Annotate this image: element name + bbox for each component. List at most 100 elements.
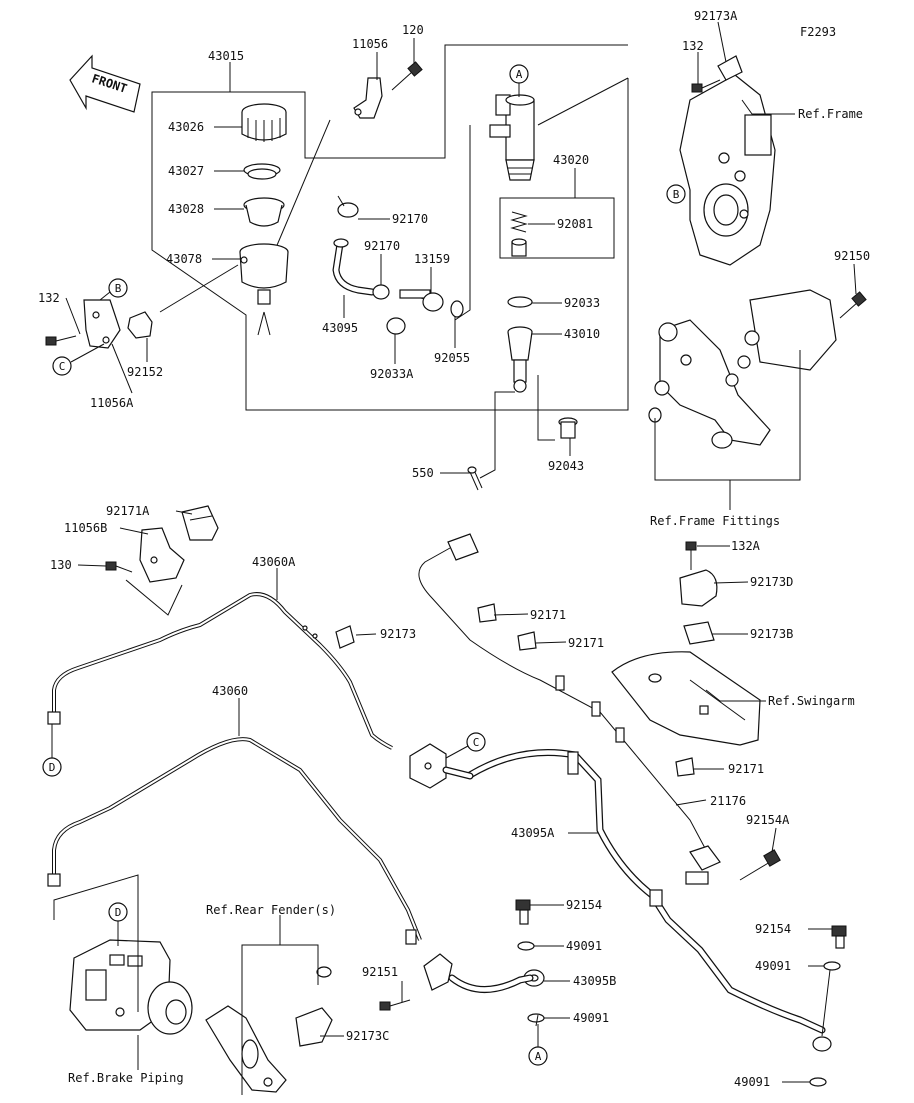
- rear-fender-piece: [205, 1005, 287, 1093]
- callout-C-mid: C: [445, 732, 486, 759]
- part-labels: 43015 43026 43027 43028 43078 132 92152 …: [38, 9, 870, 1089]
- label-92173B: 92173B: [750, 627, 793, 641]
- joint-block: [409, 743, 474, 789]
- label-92154-a: 92154: [566, 898, 602, 912]
- callout-A-bottom: A: [528, 1024, 548, 1066]
- label-43095: 43095: [322, 321, 358, 335]
- label-43026: 43026: [168, 120, 204, 134]
- cotter-pin-550: [467, 466, 483, 491]
- bolt-132-top: [691, 79, 721, 93]
- label-43078: 43078: [166, 252, 202, 266]
- bolt-120: [391, 61, 423, 91]
- label-550: 550: [412, 466, 434, 480]
- spring-92081: [510, 211, 528, 257]
- bolt-92150: [839, 291, 867, 319]
- clip-92171-a: [477, 603, 497, 623]
- label-43060A: 43060A: [252, 555, 296, 569]
- svg-text:C: C: [59, 360, 66, 373]
- cable-21176: [418, 533, 721, 885]
- label-92150: 92150: [834, 249, 870, 263]
- leader-lines: [65, 21, 857, 1083]
- svg-text:B: B: [673, 188, 680, 201]
- clamp-92173B: [683, 621, 715, 645]
- svg-text:A: A: [516, 68, 523, 81]
- label-ref-frame: Ref.Frame: [798, 107, 863, 121]
- label-92151: 92151: [362, 965, 398, 979]
- clip-92173: [335, 625, 355, 649]
- clamp-92173C: [295, 966, 333, 1047]
- banjo-bolt-92154-a: [515, 899, 531, 925]
- svg-text:D: D: [49, 761, 56, 774]
- clip-92171-b: [517, 631, 537, 651]
- hose-43095: [332, 238, 376, 296]
- label-92170-b: 92170: [364, 239, 400, 253]
- abs-unit: [69, 939, 193, 1035]
- label-92171-a: 92171: [530, 608, 566, 622]
- label-49091-a: 49091: [566, 939, 602, 953]
- brake-hose-43095A: [466, 749, 832, 1052]
- label-43095B: 43095B: [573, 974, 616, 988]
- svg-text:C: C: [473, 736, 480, 749]
- washer-49091-d: [809, 1077, 827, 1087]
- pipe-43060: [47, 737, 422, 945]
- svg-text:B: B: [115, 282, 122, 295]
- label-120: 120: [402, 23, 424, 37]
- label-43060: 43060: [212, 684, 248, 698]
- label-92033: 92033: [564, 296, 600, 310]
- svg-text:D: D: [115, 906, 122, 919]
- label-92154A: 92154A: [746, 813, 790, 827]
- label-92173: 92173: [380, 627, 416, 641]
- bracket-11056A: [83, 299, 121, 349]
- callout-B-left: B: [99, 278, 128, 301]
- label-43027: 43027: [168, 164, 204, 178]
- label-11056: 11056: [352, 37, 388, 51]
- label-ref-swingarm: Ref.Swingarm: [768, 694, 855, 708]
- front-arrow-icon: FRONT: [69, 54, 141, 113]
- bracket-11056B-leader: [125, 579, 183, 616]
- clamp-92152: [127, 311, 153, 339]
- bolt-132A: [685, 541, 697, 570]
- label-ref-rear-fender: Ref.Rear Fender(s): [206, 903, 336, 917]
- label-11056B: 11056B: [64, 521, 107, 535]
- push-rod-43010: [507, 326, 533, 393]
- callout-D-left: D: [42, 724, 62, 777]
- reservoir-43078: [239, 243, 289, 336]
- clamp-92171A: [181, 505, 219, 541]
- abs-bracket-line: [53, 874, 139, 1012]
- reservoir-cap-43026: [241, 103, 287, 142]
- diagram-code: F2293: [800, 25, 836, 39]
- hose-43095B-section: [423, 953, 534, 993]
- callout-C-left: C: [52, 343, 105, 376]
- group-frame-lines: [151, 44, 629, 479]
- label-92171A: 92171A: [106, 504, 150, 518]
- label-92171-c: 92171: [728, 762, 764, 776]
- label-92173A: 92173A: [694, 9, 738, 23]
- clip-92170-lower: [372, 284, 390, 300]
- plate-43027: [243, 163, 281, 180]
- frame-piece: [679, 74, 776, 266]
- frame-fittings-bracket-line: [654, 350, 801, 481]
- label-92170-a: 92170: [392, 212, 428, 226]
- svg-text:A: A: [535, 1050, 542, 1063]
- label-49091-c: 49091: [573, 1011, 609, 1025]
- bolt-130: [105, 561, 133, 573]
- label-49091-b: 49091: [755, 959, 791, 973]
- label-132-left: 132: [38, 291, 60, 305]
- label-21176: 21176: [710, 794, 746, 808]
- label-43010: 43010: [564, 327, 600, 341]
- bracket-11056: [353, 77, 383, 119]
- label-92173D: 92173D: [750, 575, 793, 589]
- clip-92171-c: [675, 757, 695, 777]
- clamp-92173A: [717, 55, 743, 81]
- bolt-132-left: [45, 335, 77, 346]
- bolt-92154A: [739, 849, 781, 881]
- label-130: 130: [50, 558, 72, 572]
- swingarm-piece: [611, 651, 761, 746]
- label-92173C: 92173C: [346, 1029, 389, 1043]
- pin-92043: [558, 417, 578, 439]
- label-132-top: 132: [682, 39, 704, 53]
- label-92081: 92081: [557, 217, 593, 231]
- circlip-92033: [507, 296, 533, 308]
